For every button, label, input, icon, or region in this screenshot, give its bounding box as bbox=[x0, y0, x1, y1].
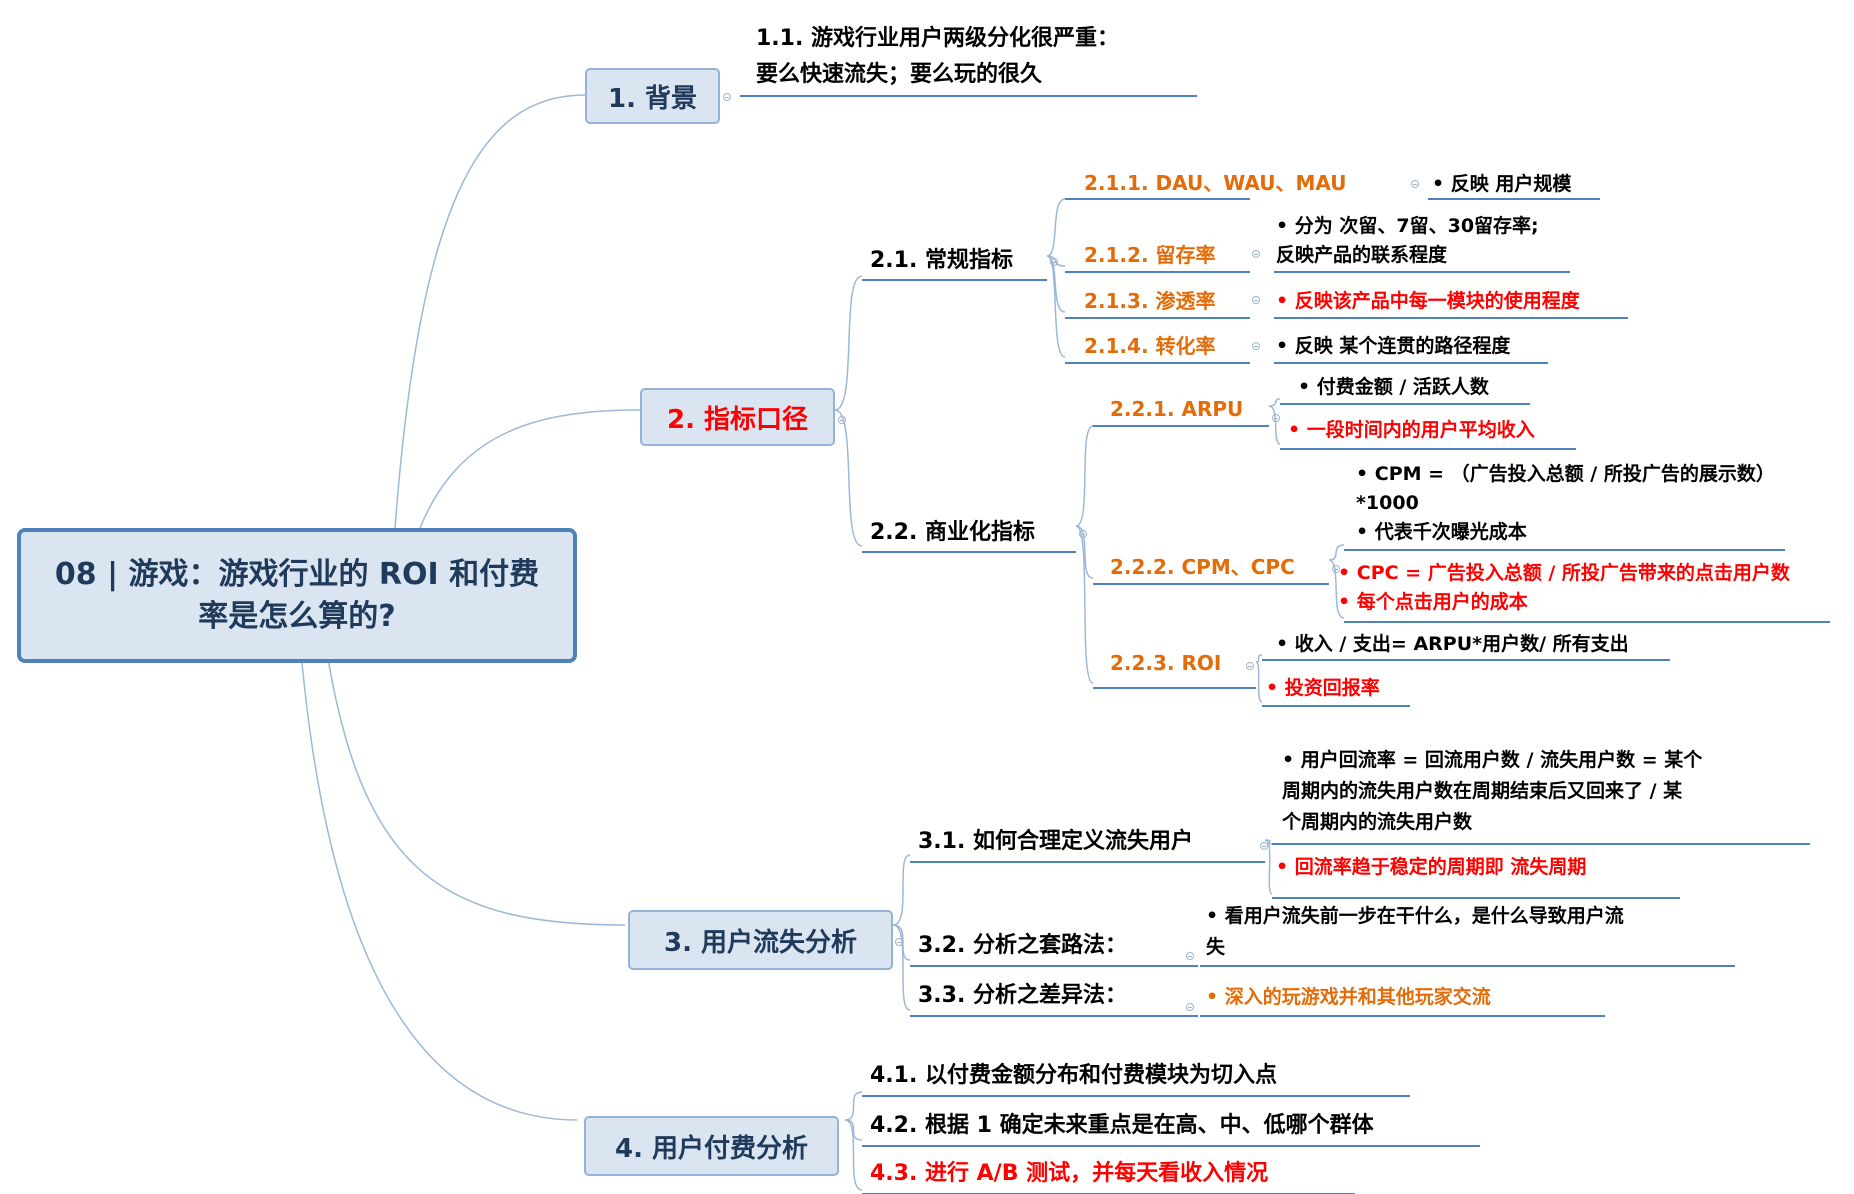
root-topic[interactable]: 08 | 游戏：游戏行业的 ROI 和付费率是怎么算的? bbox=[17, 528, 577, 663]
note-2-2-2-a-line-2[interactable]: *1000 bbox=[1356, 492, 1419, 514]
topic-3-1[interactable]: 3.1. 如何合理定义流失用户 bbox=[918, 829, 1193, 854]
note-2-2-2-a-line-1[interactable]: • CPM = （广告投入总额 / 所投广告的展示数） bbox=[1356, 463, 1775, 485]
collapse-icon[interactable] bbox=[1186, 952, 1194, 960]
note-3-2-line-2[interactable]: 失 bbox=[1206, 936, 1226, 958]
note-3-3[interactable]: • 深入的玩游戏并和其他玩家交流 bbox=[1206, 986, 1491, 1008]
topic-2-2-1[interactable]: 2.2.1. ARPU bbox=[1110, 397, 1244, 421]
note-2-1-4[interactable]: • 反映 某个连贯的路径程度 bbox=[1276, 335, 1511, 357]
collapse-icon[interactable] bbox=[1186, 1003, 1194, 1011]
collapse-icon[interactable] bbox=[895, 938, 903, 946]
note-2-2-1-a[interactable]: • 付费金额 / 活跃人数 bbox=[1298, 376, 1489, 398]
collapse-icon[interactable] bbox=[723, 93, 731, 101]
branch-metrics[interactable]: 2. 指标口径 bbox=[640, 388, 835, 446]
note-2-1-2-line-2[interactable]: 反映产品的联系程度 bbox=[1276, 244, 1448, 266]
collapse-icon[interactable] bbox=[1252, 296, 1260, 304]
note-2-2-2-a-line-3[interactable]: • 代表千次曝光成本 bbox=[1356, 521, 1527, 543]
topic-2-1-1[interactable]: 2.1.1. DAU、WAU、MAU bbox=[1084, 171, 1347, 195]
note-2-2-1-b[interactable]: • 一段时间内的用户平均收入 bbox=[1288, 419, 1535, 441]
topic-4-2[interactable]: 4.2. 根据 1 确定未来重点是在高、中、低哪个群体 bbox=[870, 1113, 1374, 1138]
topic-2-2-3[interactable]: 2.2.3. ROI bbox=[1110, 651, 1222, 675]
topic-1-1-line-1[interactable]: 1.1. 游戏行业用户两级分化很严重： bbox=[756, 26, 1119, 51]
topic-2-1-4[interactable]: 2.1.4. 转化率 bbox=[1084, 334, 1216, 358]
topic-2-2-2[interactable]: 2.2.2. CPM、CPC bbox=[1110, 555, 1295, 579]
branch-payment[interactable]: 4. 用户付费分析 bbox=[584, 1116, 839, 1176]
collapse-icon[interactable] bbox=[1260, 842, 1268, 850]
note-2-2-3-b[interactable]: • 投资回报率 bbox=[1266, 677, 1380, 699]
branch-background[interactable]: 1. 背景 bbox=[585, 68, 720, 124]
topic-1-1-line-2[interactable]: 要么快速流失；要么玩的很久 bbox=[756, 62, 1043, 87]
topic-3-2[interactable]: 3.2. 分析之套路法： bbox=[918, 933, 1127, 958]
note-3-1-a-line-2[interactable]: 周期内的流失用户数在周期结束后又回来了 / 某 bbox=[1282, 780, 1683, 802]
topic-4-3[interactable]: 4.3. 进行 A/B 测试，并每天看收入情况 bbox=[870, 1161, 1269, 1186]
note-3-1-a-line-3[interactable]: 个周期内的流失用户数 bbox=[1282, 811, 1473, 833]
collapse-icon[interactable] bbox=[838, 416, 846, 424]
note-2-2-2-b-line-1[interactable]: • CPC = 广告投入总额 / 所投广告带来的点击用户数 bbox=[1338, 562, 1790, 584]
note-2-2-3-a[interactable]: • 收入 / 支出= ARPU*用户数/ 所有支出 bbox=[1276, 633, 1629, 655]
branch-churn[interactable]: 3. 用户流失分析 bbox=[628, 910, 893, 970]
topic-2-1-2[interactable]: 2.1.2. 留存率 bbox=[1084, 243, 1216, 267]
branch-metrics-title: 2. 指标口径 bbox=[666, 404, 809, 435]
branch-payment-title: 4. 用户付费分析 bbox=[614, 1133, 809, 1164]
note-2-1-3[interactable]: • 反映该产品中每一模块的使用程度 bbox=[1276, 290, 1580, 312]
collapse-icon[interactable] bbox=[1050, 258, 1058, 266]
note-2-1-1[interactable]: • 反映 用户规模 bbox=[1432, 173, 1572, 195]
collapse-icon[interactable] bbox=[1252, 342, 1260, 350]
topic-2-2[interactable]: 2.2. 商业化指标 bbox=[870, 520, 1035, 545]
collapse-icon[interactable] bbox=[1272, 414, 1280, 422]
topic-4-1[interactable]: 4.1. 以付费金额分布和付费模块为切入点 bbox=[870, 1063, 1277, 1088]
note-2-2-2-b-line-2[interactable]: • 每个点击用户的成本 bbox=[1338, 591, 1528, 613]
note-3-1-a-line-1[interactable]: • 用户回流率 = 回流用户数 / 流失用户数 = 某个 bbox=[1282, 749, 1703, 771]
collapse-icon[interactable] bbox=[1246, 662, 1254, 670]
note-3-1-b[interactable]: • 回流率趋于稳定的周期即 流失周期 bbox=[1276, 856, 1587, 878]
note-3-2-line-1[interactable]: • 看用户流失前一步在干什么，是什么导致用户流 bbox=[1206, 905, 1624, 927]
collapse-icon[interactable] bbox=[1332, 565, 1340, 573]
branch-churn-title: 3. 用户流失分析 bbox=[663, 927, 858, 958]
collapse-icon[interactable] bbox=[1079, 530, 1087, 538]
collapse-icon[interactable] bbox=[1411, 180, 1419, 188]
collapse-icon[interactable] bbox=[1252, 250, 1260, 258]
topic-3-3[interactable]: 3.3. 分析之差异法： bbox=[918, 983, 1127, 1008]
root-title: 08 | 游戏：游戏行业的 ROI 和付费率是怎么算的? bbox=[54, 556, 540, 634]
topic-2-1-3[interactable]: 2.1.3. 渗透率 bbox=[1084, 289, 1216, 313]
branch-background-title: 1. 背景 bbox=[607, 83, 698, 114]
topic-2-1[interactable]: 2.1. 常规指标 bbox=[870, 248, 1013, 273]
note-2-1-2-line-1[interactable]: • 分为 次留、7留、30留存率; bbox=[1276, 215, 1539, 237]
